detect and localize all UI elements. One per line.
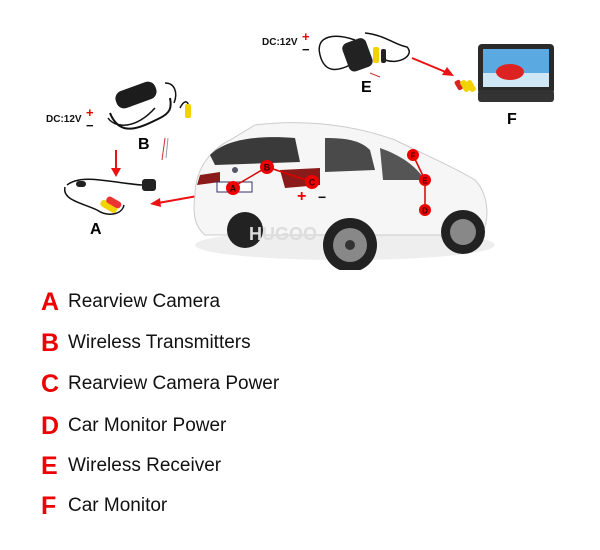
wireless-transmitter-image — [107, 81, 191, 161]
label-F: F — [507, 111, 517, 128]
car-plus-sign: + — [297, 188, 307, 205]
label-A: A — [90, 221, 102, 238]
marker-F: F — [407, 149, 419, 161]
legend-letter: B — [41, 328, 60, 357]
legend-letter: D — [41, 411, 60, 440]
rearview-camera-image — [64, 178, 156, 215]
marker-E: E — [419, 174, 431, 186]
receiver-minus: − — [302, 42, 310, 57]
legend-letter: F — [41, 491, 57, 520]
legend-letter: A — [41, 287, 60, 316]
marker-D: D — [419, 204, 431, 216]
marker-C: C — [305, 175, 319, 189]
car-image: A B C F E D HUGOO — [193, 122, 495, 270]
receiver-power-label: DC:12V — [262, 37, 298, 48]
legend-text: Car Monitor — [68, 495, 168, 516]
svg-text:C: C — [309, 178, 316, 188]
label-B: B — [138, 136, 150, 153]
legend-letter: C — [41, 369, 60, 398]
svg-text:E: E — [422, 177, 428, 186]
wireless-receiver-image — [318, 32, 410, 78]
svg-text:F: F — [411, 152, 416, 161]
car-monitor-image — [454, 44, 554, 102]
legend-item-F: F Car Monitor — [41, 491, 167, 521]
legend-text: Wireless Receiver — [68, 455, 222, 476]
legend-text: Car Monitor Power — [68, 415, 227, 436]
transmitter-minus: − — [86, 118, 94, 133]
transmitter-power-label: DC:12V — [46, 114, 82, 125]
receiver-plus: + — [302, 29, 310, 44]
transmitter-plus: + — [86, 105, 94, 120]
legend-text: Rearview Camera — [68, 291, 221, 312]
car-minus-sign: − — [318, 189, 327, 205]
legend-item-E: E Wireless Receiver — [41, 451, 221, 481]
svg-text:D: D — [422, 207, 428, 216]
watermark: HUGOO — [249, 224, 317, 244]
legend-letter: E — [41, 451, 58, 480]
legend-item-B: B Wireless Transmitters — [41, 328, 251, 358]
arrow-transmitter-to-camera — [111, 150, 121, 177]
legend-item-D: D Car Monitor Power — [41, 411, 226, 441]
legend-item-C: C Rearview Camera Power — [41, 369, 279, 399]
marker-A: A — [226, 181, 240, 195]
legend-text: Wireless Transmitters — [68, 332, 251, 353]
legend-text: Rearview Camera Power — [68, 373, 280, 394]
arrow-receiver-to-monitor — [411, 57, 454, 76]
svg-text:B: B — [264, 163, 271, 173]
label-E: E — [361, 79, 372, 96]
legend-item-A: A Rearview Camera — [41, 287, 220, 317]
svg-text:A: A — [230, 184, 237, 194]
marker-B: B — [260, 160, 274, 174]
